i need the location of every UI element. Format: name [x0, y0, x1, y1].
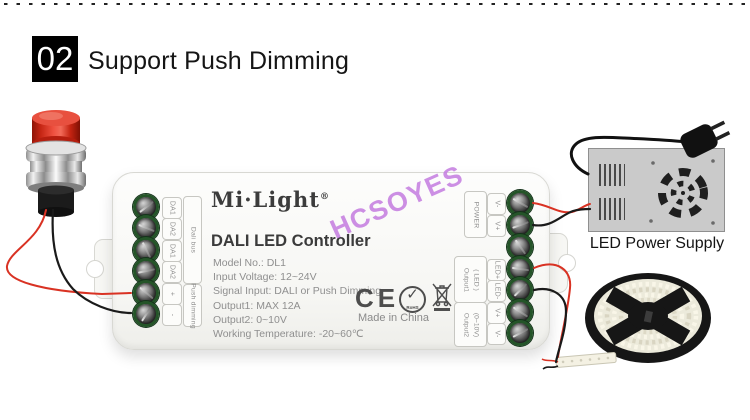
ce-mark: CE [355, 283, 400, 313]
screw-terminal [507, 190, 533, 216]
mounting-ear-right [547, 233, 576, 293]
pin-label-v-minus2: V- [487, 323, 506, 345]
group-label-output2: (0~10V)Output2 [454, 302, 487, 347]
pin-label-minus: - [162, 304, 182, 326]
screw-terminal [507, 320, 533, 346]
led-strip-reel [585, 273, 711, 363]
led-strip-tail [541, 351, 617, 370]
mounting-notch [86, 260, 104, 278]
section-title: Support Push Dimming [88, 47, 350, 75]
push-button-icon [25, 110, 87, 217]
spec-line: Model No.: DL1 [213, 257, 286, 269]
weee-bin-icon [432, 283, 452, 311]
pin-label-da2: DA2 [162, 261, 182, 283]
screw-terminal [507, 212, 533, 238]
group-label-push-dimming: Push dimming [183, 283, 202, 328]
spec-line: Signal Input: DALI or Push Dimming [213, 285, 382, 298]
spec-line: Input Voltage: 12~24V [213, 271, 317, 284]
power-supply-label: LED Power Supply [589, 235, 725, 252]
check-icon: ✓ [406, 286, 419, 303]
pin-label-da1: DA1 [162, 197, 182, 219]
pin-label-led-plus: LED+ [487, 259, 506, 281]
mounting-notch [558, 254, 576, 272]
pin-label-v-plus: V+ [487, 215, 506, 237]
pin-label-v-minus: V- [487, 193, 506, 215]
led-power-supply [588, 148, 725, 232]
spec-line: Output1: MAX 12A [213, 299, 301, 312]
spec-list: Model No.: DL1 Input Voltage: 12~24V Sig… [213, 256, 381, 341]
vent-grille-icon [599, 164, 625, 186]
brand-logo: Mi·Light® [211, 187, 329, 212]
made-in-label: Made in China [358, 312, 429, 324]
screw-terminal [133, 301, 159, 327]
product-title: DALI LED Controller [211, 232, 371, 250]
pin-label-da2: DA2 [162, 218, 182, 240]
dotted-border [4, 3, 746, 5]
vent-grille-icon [599, 198, 625, 220]
spec-line: Output2: 0~10V [213, 313, 287, 326]
pin-label-led-minus: LED- [487, 280, 506, 302]
section-number-badge: 02 [32, 36, 78, 82]
group-label-power: POWER [464, 191, 487, 238]
rohs-mark: ✓ RoHS [399, 286, 426, 313]
pin-label-plus: + [162, 283, 182, 305]
group-label-dali-bus: Dali bus [183, 196, 202, 284]
pin-label-v-plus2: V+ [487, 302, 506, 324]
pin-label-da1: DA1 [162, 240, 182, 262]
group-label-output1: ( LED )Output1 [454, 256, 487, 303]
spec-line: Working Temperature: -20~60℃ [213, 328, 364, 341]
fan-icon [649, 159, 715, 225]
